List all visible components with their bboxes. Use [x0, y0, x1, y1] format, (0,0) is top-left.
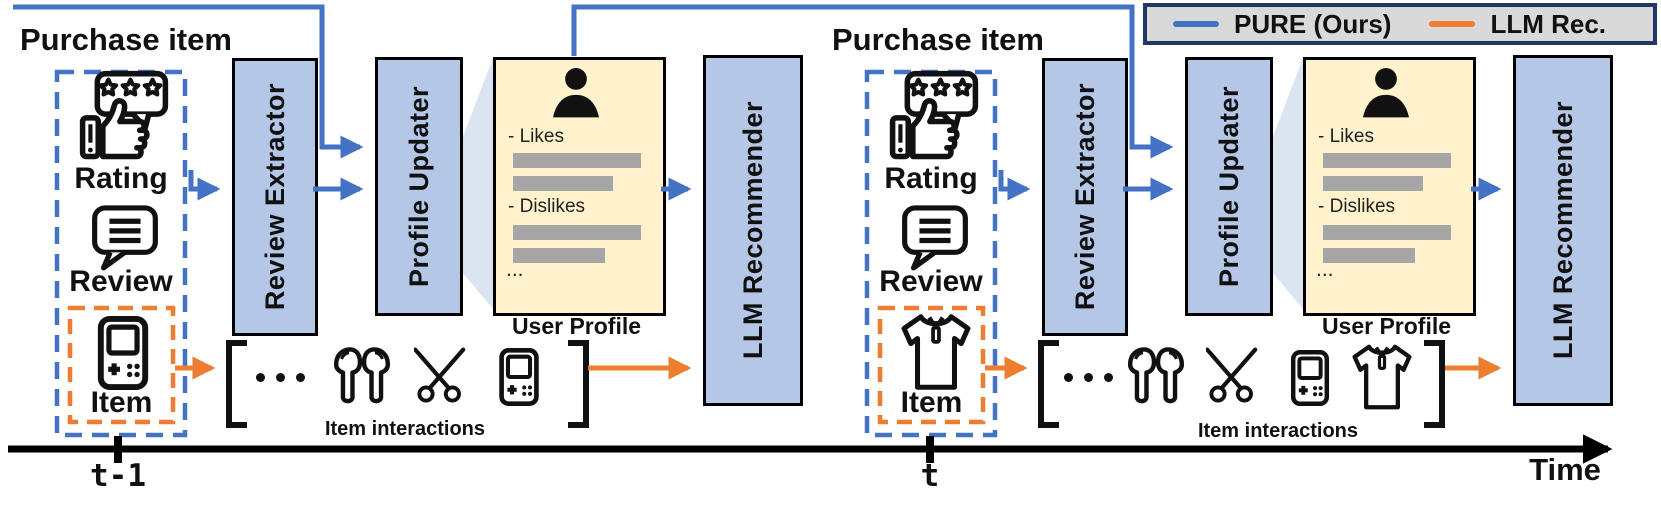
rating-label: Rating: [884, 162, 978, 195]
review-label: Review: [69, 265, 173, 298]
llm-line-swatch: [1429, 21, 1476, 27]
game-console-icon: [1282, 342, 1338, 414]
person-icon: [1354, 62, 1418, 124]
legend-llm-label: LLM Rec.: [1490, 8, 1607, 39]
item-interactions-caption: Item interactions: [1197, 420, 1359, 442]
review-label: Review: [879, 265, 983, 298]
profile-bar: [1323, 225, 1451, 240]
ellipsis-dots: [256, 372, 305, 382]
tick-label-t: t: [920, 458, 940, 494]
review-extractor-label: Review Extractor: [1069, 83, 1100, 311]
profile-bar: [1323, 248, 1415, 263]
profile-bar: [513, 153, 641, 168]
legend: PURE (Ours) LLM Rec.: [1143, 3, 1657, 45]
dislikes-label: - Dislikes: [508, 196, 586, 217]
pure-line-swatch: [1173, 21, 1219, 27]
profile-updater-box: Profile Updater: [1185, 57, 1273, 316]
llm-recommender-label: LLM Recommender: [1547, 101, 1578, 360]
tick-label-t-1: t-1: [90, 458, 146, 494]
person-icon: [544, 62, 608, 124]
profile-bar: [513, 225, 641, 240]
rating-icon: [888, 70, 980, 162]
rating-icon: [78, 70, 170, 162]
tshirt-icon: [1346, 340, 1418, 414]
review-extractor-box: Review Extractor: [1042, 58, 1128, 336]
review-extractor-label: Review Extractor: [259, 83, 290, 311]
dislikes-label: - Dislikes: [1318, 196, 1396, 217]
item-label: Item: [90, 386, 153, 419]
profile-ellipsis: ...: [506, 258, 524, 281]
likes-label: - Likes: [508, 126, 564, 147]
user-profile-card: - Likes - Dislikes ...: [1303, 57, 1476, 316]
scissors-icon: [1206, 340, 1266, 412]
item-label: Item: [900, 386, 963, 419]
item-interactions-caption: Item interactions: [324, 418, 486, 440]
profile-updater-label: Profile Updater: [403, 85, 434, 288]
game-console-icon: [490, 340, 548, 414]
rating-label: Rating: [74, 162, 168, 195]
legend-pure-label: PURE (Ours): [1234, 8, 1392, 39]
open-bracket: [1038, 340, 1059, 428]
profile-updater-box: Profile Updater: [375, 57, 463, 316]
open-bracket: [226, 340, 247, 428]
close-bracket: [1424, 340, 1445, 428]
arrow-rating-to-extractor-1: [188, 170, 221, 201]
arrow-rating-to-extractor-2: [998, 170, 1031, 201]
profile-bar: [513, 176, 613, 191]
purchase-item-title: Purchase item: [832, 22, 1044, 57]
purchase-item-title: Purchase item: [20, 22, 232, 57]
ellipsis-dots: [1064, 372, 1113, 382]
likes-label: - Likes: [1318, 126, 1374, 147]
tshirt-icon: [894, 308, 978, 396]
review-extractor-box: Review Extractor: [232, 58, 318, 336]
user-profile-caption: User Profile: [511, 313, 642, 339]
scissors-icon: [414, 340, 474, 412]
profile-updater-label: Profile Updater: [1213, 85, 1244, 288]
earbuds-icon: [322, 344, 402, 412]
llm-recommender-box: LLM Recommender: [1513, 55, 1613, 406]
llm-recommender-label: LLM Recommender: [737, 101, 768, 360]
profile-bar: [1323, 176, 1423, 191]
time-axis-label: Time: [1529, 452, 1601, 487]
close-bracket: [568, 340, 589, 428]
user-profile-card: - Likes - Dislikes ...: [493, 57, 666, 316]
game-console-icon: [86, 310, 160, 396]
earbuds-icon: [1116, 344, 1196, 412]
llm-recommender-box: LLM Recommender: [703, 55, 803, 406]
profile-ellipsis: ...: [1316, 258, 1334, 281]
user-profile-caption: User Profile: [1321, 313, 1452, 339]
profile-bar: [1323, 153, 1451, 168]
profile-bar: [513, 248, 605, 263]
